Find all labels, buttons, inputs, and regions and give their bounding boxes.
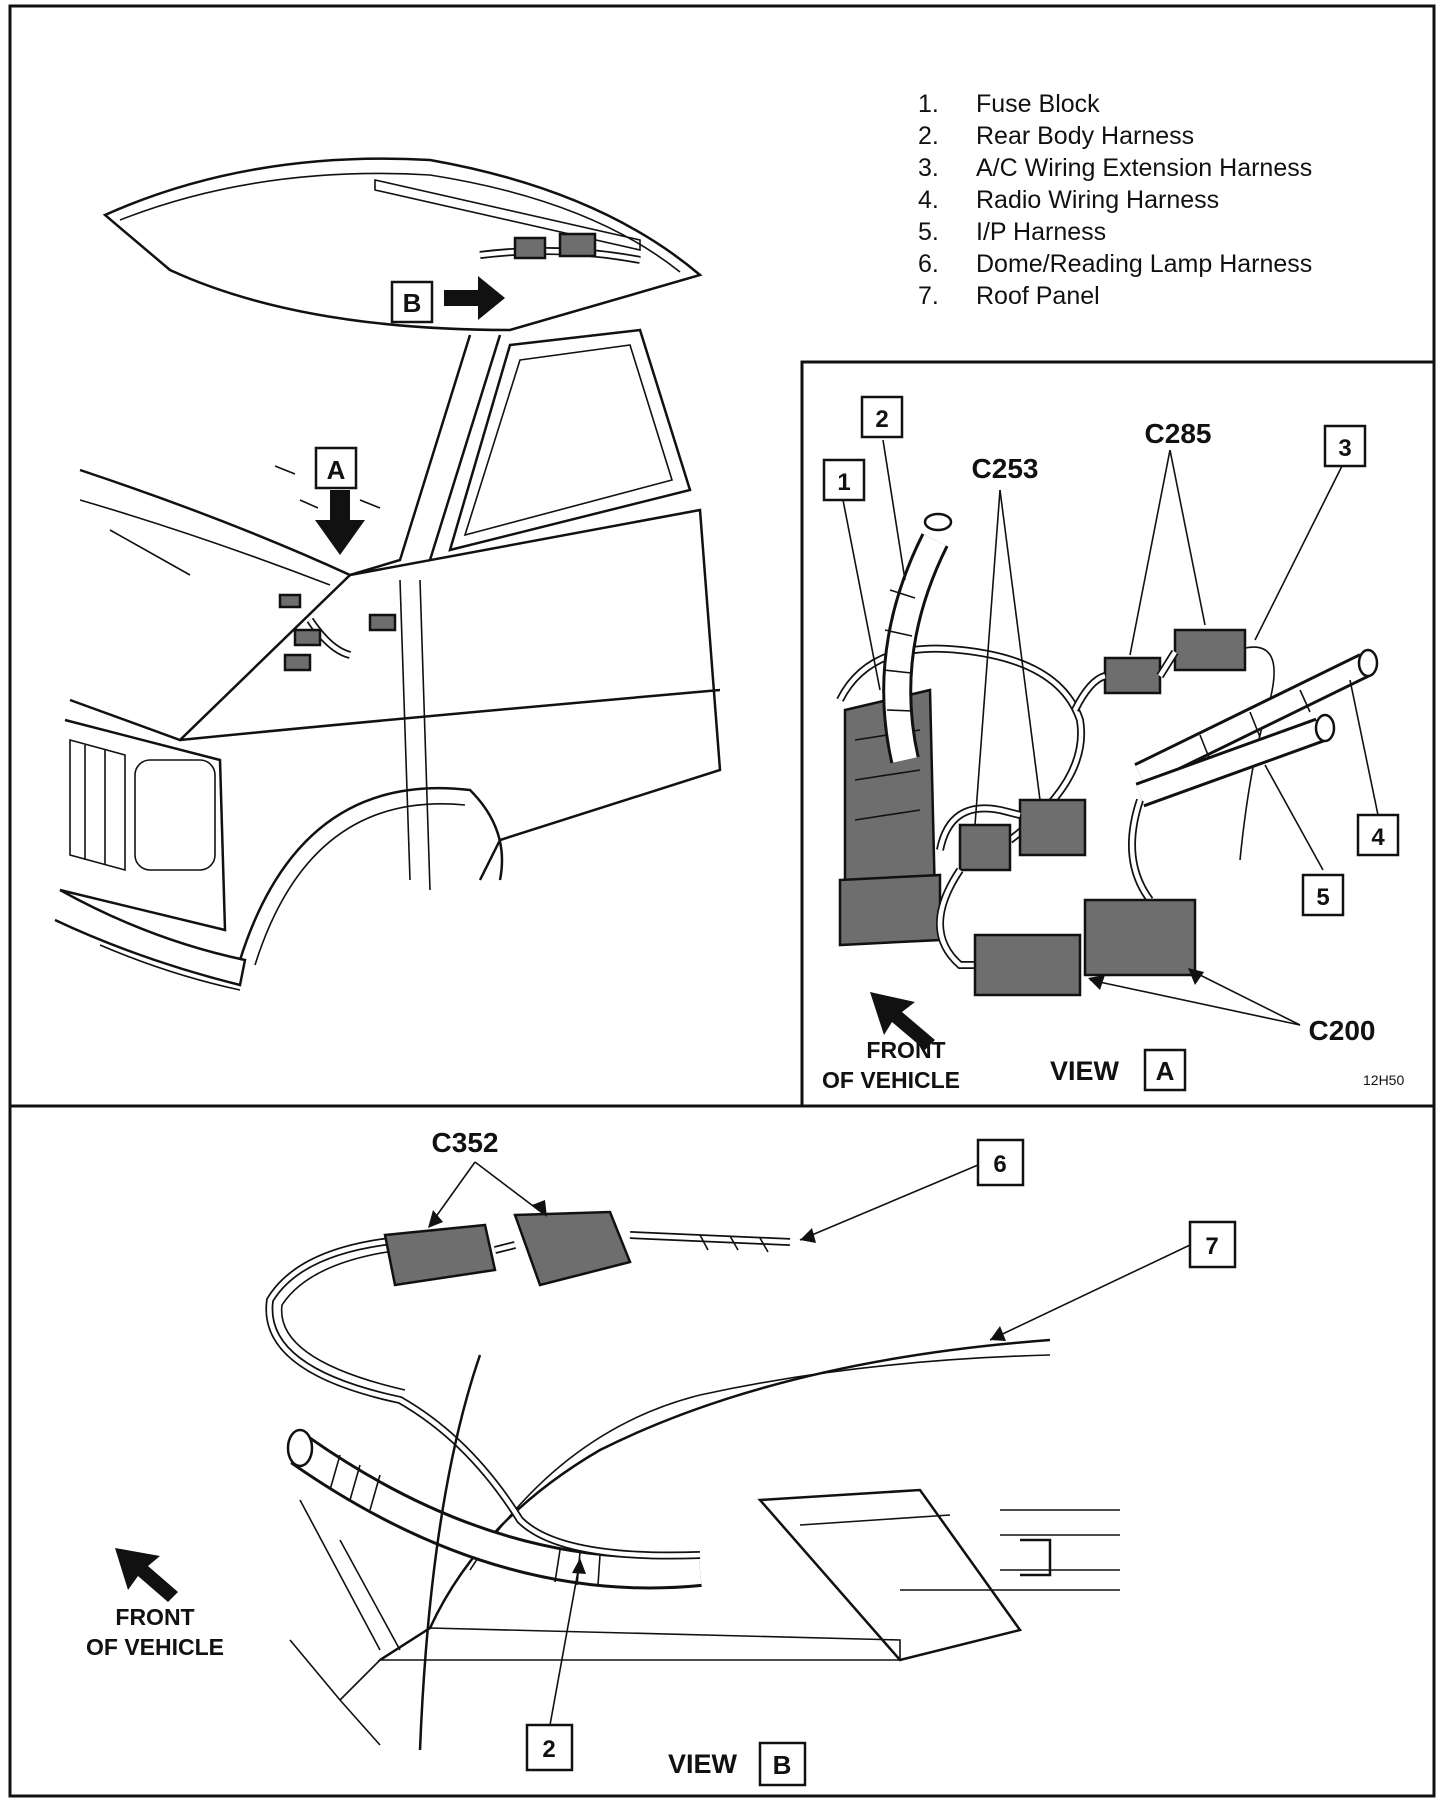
- legend: 1. Fuse Block 2. Rear Body Harness 3. A/…: [918, 90, 1312, 310]
- legend-num-7: 7.: [918, 282, 939, 310]
- overview-callout-a: A: [314, 446, 365, 555]
- legend-num-2: 2.: [918, 122, 939, 150]
- front-arrow-icon: [115, 1548, 178, 1602]
- overview-callout-a-label: A: [327, 455, 346, 485]
- legend-label-2: Rear Body Harness: [976, 122, 1194, 150]
- legend-label-6: Dome/Reading Lamp Harness: [976, 250, 1312, 278]
- view-a-letter: A: [1156, 1056, 1175, 1086]
- view-a-drawing: [836, 512, 1379, 997]
- view-b-front-line1: FRONT: [115, 1604, 194, 1630]
- view-a-callout-2: 2: [875, 406, 888, 433]
- overview-callout-b: B: [390, 276, 505, 324]
- view-b-front-line2: OF VEHICLE: [86, 1634, 224, 1660]
- legend-label-4: Radio Wiring Harness: [976, 186, 1219, 214]
- legend-num-1: 1.: [918, 90, 939, 118]
- view-a-leaders: [842, 439, 1379, 1026]
- view-a-callouts: 1 2 3 4 5: [822, 395, 1400, 917]
- legend-label-5: I/P Harness: [976, 218, 1106, 246]
- view-a-label: VIEW: [1050, 1056, 1120, 1086]
- legend-num-4: 4.: [918, 186, 939, 214]
- connector-label-c285: C285: [1145, 418, 1212, 449]
- legend-label-3: A/C Wiring Extension Harness: [976, 154, 1312, 182]
- arrow-down-icon: [315, 490, 365, 555]
- legend-num-5: 5.: [918, 218, 939, 246]
- legend-label-1: Fuse Block: [976, 90, 1100, 118]
- view-b-callout-2: 2: [542, 1736, 555, 1763]
- arrow-right-icon: [444, 276, 505, 320]
- view-b-drawing: [265, 1210, 1120, 1751]
- view-a-callout-4: 4: [1371, 824, 1385, 851]
- view-a-front-line2: OF VEHICLE: [822, 1067, 960, 1093]
- diagram-frame: [8, 4, 1436, 1798]
- legend-label-7: Roof Panel: [976, 282, 1100, 310]
- connector-label-c352: C352: [432, 1127, 499, 1158]
- overview-callout-b-label: B: [403, 288, 422, 318]
- view-a-callout-1: 1: [837, 469, 850, 496]
- view-a-front-line1: FRONT: [866, 1037, 945, 1063]
- view-b-label: VIEW: [668, 1749, 738, 1779]
- connector-label-c200: C200: [1309, 1015, 1376, 1046]
- view-a-callout-3: 3: [1338, 435, 1351, 462]
- view-b-letter: B: [773, 1750, 792, 1780]
- view-b-callouts: 6 7 2: [525, 1138, 1237, 1772]
- connector-label-c253: C253: [972, 453, 1039, 484]
- view-a-callout-5: 5: [1316, 884, 1329, 911]
- legend-num-6: 6.: [918, 250, 939, 278]
- legend-num-3: 3.: [918, 154, 939, 182]
- front-arrow-icon: [870, 992, 935, 1050]
- view-b-callout-7: 7: [1205, 1233, 1218, 1260]
- figure-code: 12H50: [1363, 1072, 1404, 1088]
- view-b-callout-6: 6: [993, 1151, 1006, 1178]
- view-b-leaders: [428, 1161, 1191, 1726]
- vehicle-overview-drawing: [54, 157, 722, 991]
